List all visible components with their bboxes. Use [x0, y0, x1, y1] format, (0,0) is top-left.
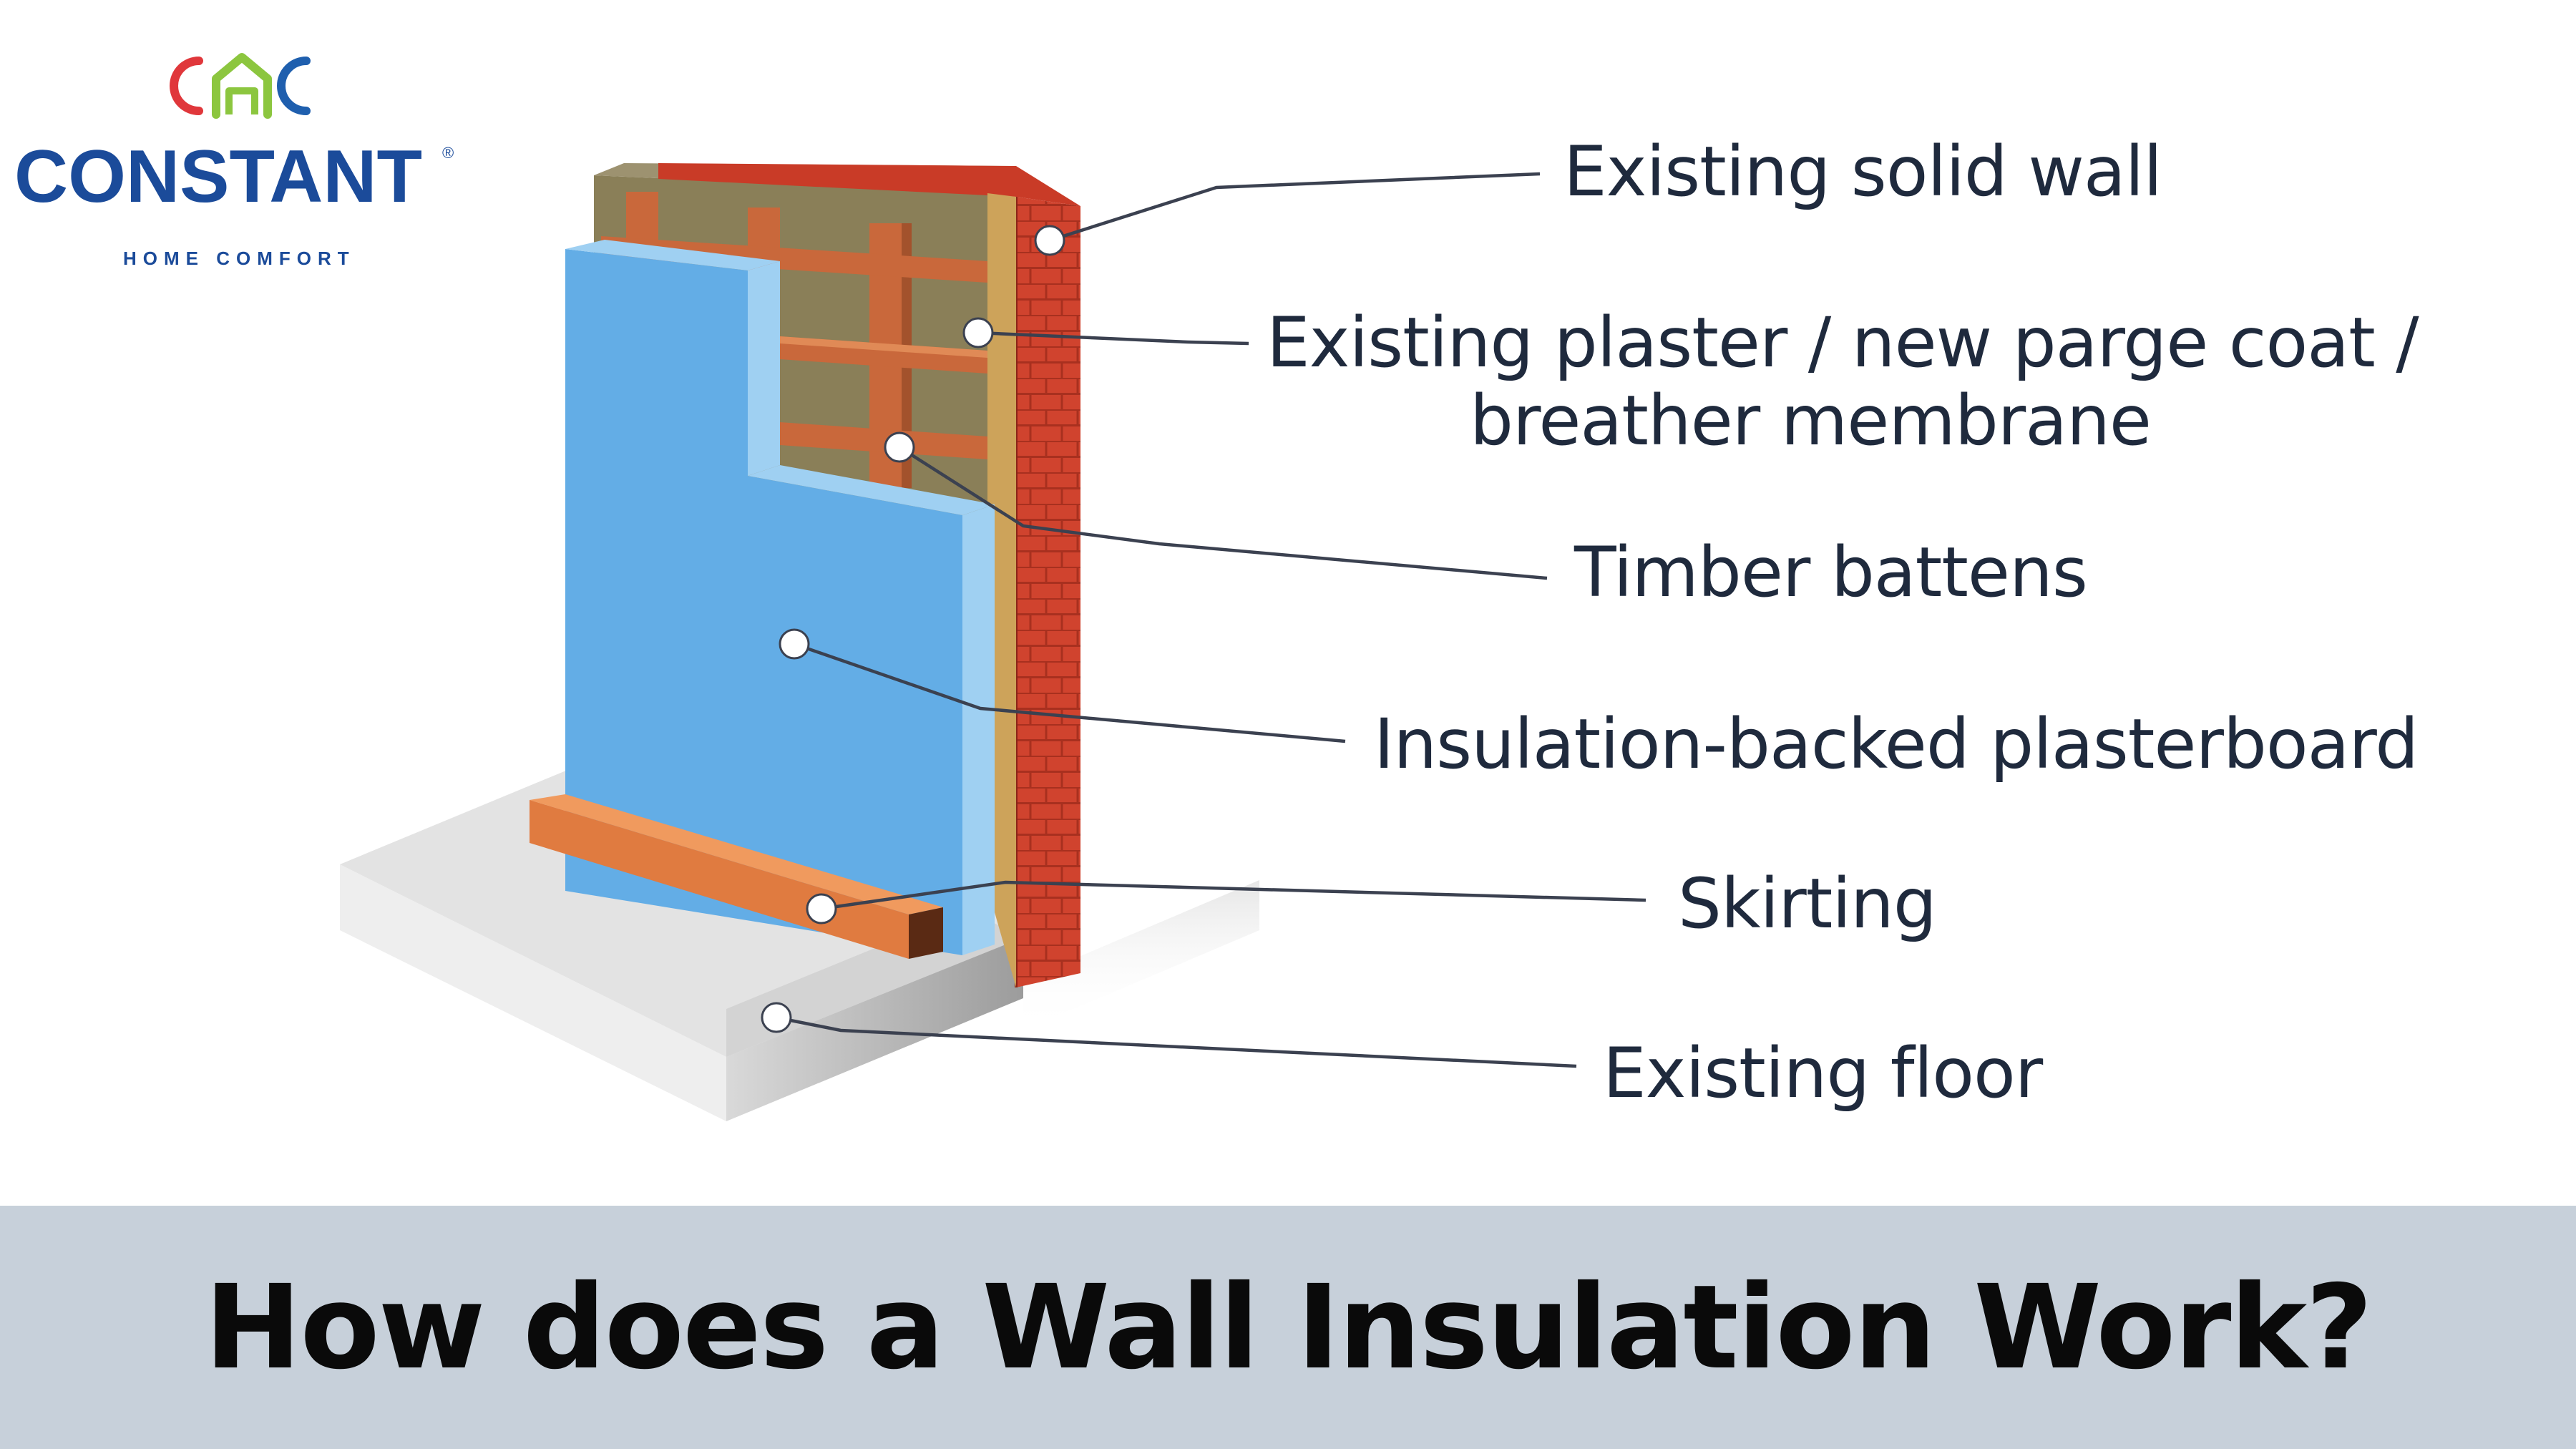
label-plaster: Existing plaster / new parge coat / brea… — [1267, 303, 2419, 462]
title-banner: How does a Wall Insulation Work? — [0, 1206, 2576, 1449]
dot-insulation — [779, 628, 810, 660]
label-plaster-line1: Existing plaster / new parge coat / — [1267, 303, 2419, 383]
wall-diagram — [340, 163, 1646, 1121]
logo-mark-icon — [170, 53, 311, 119]
insulation-edge-side — [748, 261, 780, 476]
skirting-end — [909, 907, 943, 959]
skirting-top — [530, 794, 943, 914]
leader-existing-solid-wall — [1049, 172, 1541, 243]
insulation-board — [565, 240, 995, 955]
floor-side-face — [726, 937, 1023, 1121]
leader-insulation — [794, 642, 1346, 743]
logo-registered-mark: ® — [442, 144, 454, 162]
batten-horizontal — [780, 336, 987, 358]
batten-horizontal — [780, 422, 987, 459]
logo-tagline: HOME COMFORT — [123, 248, 356, 269]
leader-lines — [776, 172, 1646, 1068]
label-timber-battens: Timber battens — [1574, 532, 2088, 613]
brick-edge — [1016, 197, 1080, 987]
batten-horizontal — [601, 236, 987, 283]
timber-battens — [601, 192, 987, 488]
insulation-face — [565, 249, 962, 955]
brick-top — [658, 163, 1080, 206]
leader-plaster — [977, 331, 1249, 346]
label-existing-solid-wall: Existing solid wall — [1563, 132, 2162, 212]
dot-timber-battens — [884, 431, 915, 463]
dot-existing-solid-wall — [1034, 225, 1065, 256]
label-plaster-line2: breather membrane — [1470, 381, 2152, 462]
pointer-dots — [761, 225, 1065, 1033]
ground-shadow — [1023, 880, 1259, 1030]
label-existing-floor: Existing floor — [1603, 1033, 2043, 1113]
diagram-area: Existing solid wall Existing plaster / n… — [14, 39, 2419, 1121]
leader-skirting — [821, 880, 1646, 911]
page-title: How does a Wall Insulation Work? — [204, 1261, 2373, 1395]
insulation-edge-top — [565, 240, 780, 270]
leader-existing-floor — [776, 1015, 1577, 1068]
label-insulation-board: Insulation-backed plasterboard — [1374, 704, 2419, 784]
label-skirting: Skirting — [1678, 864, 1937, 944]
dot-existing-floor — [761, 1002, 792, 1033]
insulation-edge-right — [962, 504, 995, 955]
insulation-edge-step — [748, 465, 995, 515]
dot-skirting — [806, 893, 837, 924]
dot-plaster — [962, 317, 994, 348]
logo-wordmark: CONSTANT — [14, 135, 423, 218]
floor-front-face — [340, 864, 726, 1121]
leader-timber-battens — [898, 446, 1548, 580]
constant-logo: CONSTANT ® HOME COMFORT — [14, 39, 472, 268]
